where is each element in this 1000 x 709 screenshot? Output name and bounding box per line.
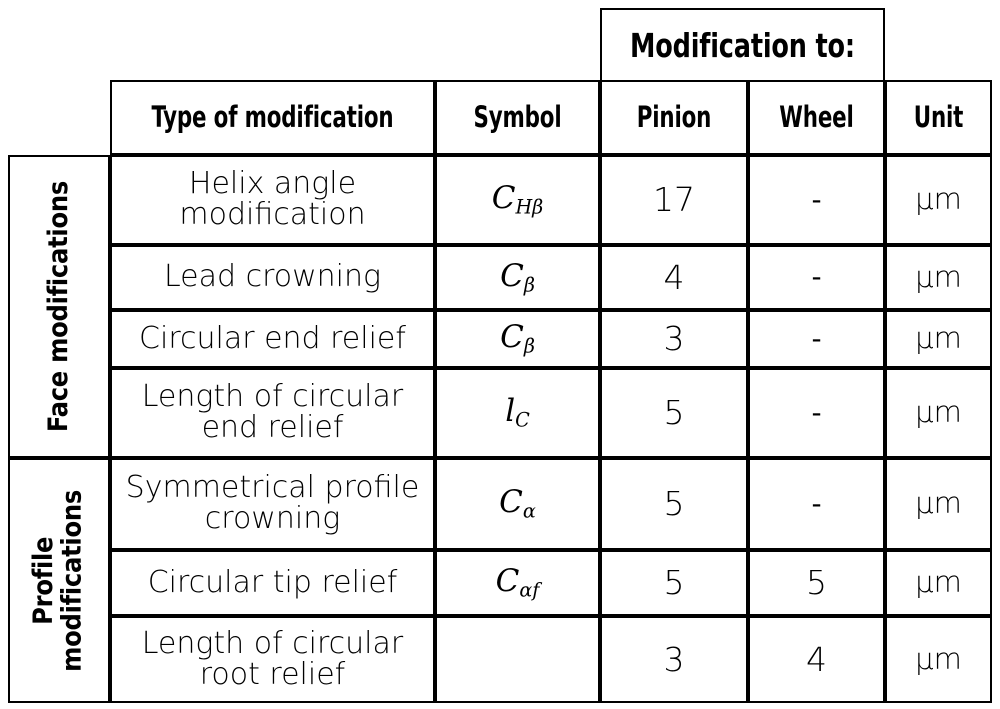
table-cell-symbol: Cβ [435, 310, 600, 368]
cell-value: - [811, 395, 822, 429]
table-cell-pinion: 17 [600, 155, 748, 245]
table-cell-symbol: Cαf [435, 550, 600, 616]
cell-value: 3 [663, 639, 685, 679]
column-header-label: Pinion [636, 99, 712, 134]
cell-value: μm [915, 565, 962, 600]
table-row: Length of circular end relief [110, 368, 435, 458]
table-row: Helix angle modification [110, 155, 435, 245]
table-cell-pinion: 3 [600, 310, 748, 368]
cell-value: 4 [663, 257, 685, 297]
table-cell-wheel: - [748, 155, 885, 245]
cell-value: 5 [663, 393, 685, 433]
cell-type: Circular tip relief [147, 564, 398, 600]
table-cell-pinion: 5 [600, 368, 748, 458]
table-cell-unit: μm [885, 310, 992, 368]
symbol-glyph: Cαf [495, 563, 540, 602]
table-cell-wheel: 5 [748, 550, 885, 616]
table-cell-wheel: - [748, 245, 885, 310]
table-row: Lead crowning [110, 245, 435, 310]
column-header-type-of-modification: Type of modification [110, 80, 435, 155]
table-cell-unit: μm [885, 458, 992, 550]
column-header-label: Type of modification [151, 99, 394, 134]
category-label-profile-modifications: Profile modifications [8, 458, 110, 703]
cell-value: - [811, 260, 822, 294]
category-label-text: Profile modifications [28, 489, 88, 672]
cell-type: Length of circular root relief [141, 625, 404, 692]
table-cell-symbol: CHβ [435, 155, 600, 245]
cell-value: μm [915, 486, 962, 521]
symbol-glyph: CHβ [491, 180, 544, 219]
table-cell-symbol: Cβ [435, 245, 600, 310]
column-header-label: Symbol [473, 99, 562, 134]
cell-type: Length of circular end relief [141, 379, 404, 445]
cell-value: - [811, 321, 822, 355]
table-cell-unit: μm [885, 155, 992, 245]
cell-value: μm [915, 395, 962, 430]
table-cell-symbol: Cα [435, 458, 600, 550]
table-row: Length of circular root relief [110, 616, 435, 703]
cell-type: Symmetrical profile crowning [125, 470, 420, 536]
table-cell-wheel: - [748, 458, 885, 550]
cell-value: 5 [663, 484, 685, 524]
cell-type: Lead crowning [163, 259, 382, 295]
table-cell-pinion: 5 [600, 458, 748, 550]
cell-value: μm [915, 321, 962, 356]
table-cell-unit: μm [885, 368, 992, 458]
cell-value: - [811, 182, 822, 216]
group-header-label: Modification to: [630, 26, 855, 66]
cell-value: 4 [806, 639, 827, 679]
symbol-glyph: Cα [499, 484, 536, 523]
category-label-face-modifications: Face modifications [8, 155, 110, 458]
column-header-wheel: Wheel [748, 80, 885, 155]
table-row: Circular end relief [110, 310, 435, 368]
symbol-glyph: Cβ [500, 257, 535, 296]
table-cell-pinion: 5 [600, 550, 748, 616]
column-header-label: Wheel [779, 99, 854, 134]
table-cell-pinion: 3 [600, 616, 748, 703]
symbol-glyph: lC [505, 393, 530, 432]
group-header-modification-to: Modification to: [600, 8, 885, 82]
table-cell-wheel: 4 [748, 616, 885, 703]
table-row: Circular tip relief [110, 550, 435, 616]
table-cell-unit: μm [885, 616, 992, 703]
table-cell-wheel: - [748, 310, 885, 368]
cell-value: 17 [653, 180, 695, 220]
column-header-unit: Unit [885, 80, 992, 155]
cell-value: μm [915, 182, 962, 217]
table-cell-symbol: lC [435, 368, 600, 458]
table-cell-symbol [435, 616, 600, 703]
column-header-pinion: Pinion [600, 80, 748, 155]
cell-value: μm [915, 259, 962, 294]
category-label-text: Face modifications [42, 180, 74, 433]
table-cell-unit: μm [885, 550, 992, 616]
cell-value: μm [915, 641, 962, 676]
table-cell-pinion: 4 [600, 245, 748, 310]
table-row: Symmetrical profile crowning [110, 458, 435, 550]
table-cell-wheel: - [748, 368, 885, 458]
cell-value: - [811, 486, 822, 520]
table-cell-unit: μm [885, 245, 992, 310]
cell-value: 3 [663, 319, 685, 359]
column-header-label: Unit [913, 99, 964, 134]
cell-type: Circular end relief [139, 320, 406, 356]
cell-type: Helix angle modification [179, 166, 366, 232]
cell-value: 5 [663, 563, 685, 603]
symbol-glyph: Cβ [500, 319, 535, 358]
column-header-symbol: Symbol [435, 80, 600, 155]
cell-value: 5 [806, 563, 827, 603]
